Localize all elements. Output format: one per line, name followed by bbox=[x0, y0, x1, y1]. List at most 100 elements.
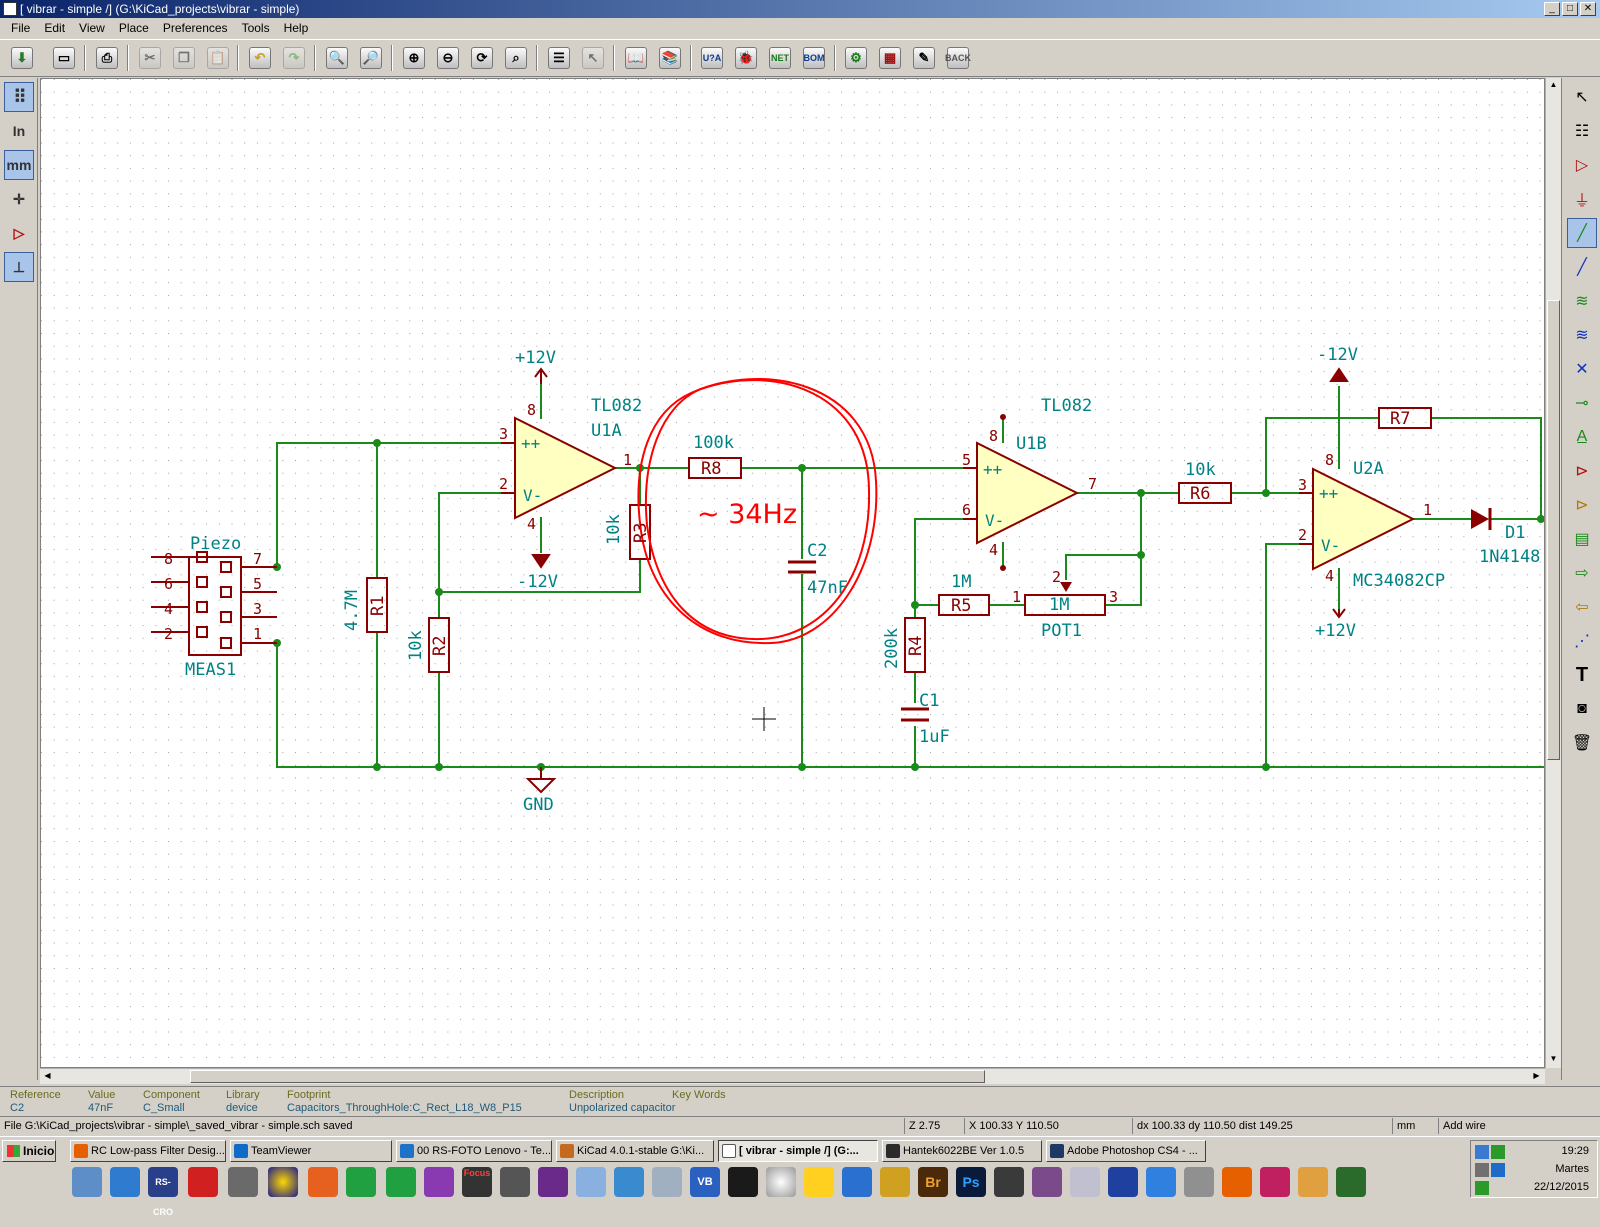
bus-bus-entry-button[interactable]: ≋ bbox=[1567, 320, 1597, 350]
menu-file[interactable]: File bbox=[11, 21, 31, 35]
delete-button[interactable]: 🗑 bbox=[1567, 728, 1597, 758]
quicklaunch-play-icon[interactable] bbox=[308, 1167, 338, 1197]
quicklaunch-doc-icon[interactable] bbox=[576, 1167, 606, 1197]
select-tool-button[interactable]: ↖ bbox=[1567, 82, 1597, 112]
page-settings-button[interactable]: ▭ bbox=[50, 44, 78, 72]
quicklaunch-bridge-icon[interactable]: Br bbox=[918, 1167, 948, 1197]
hierarchy-button[interactable]: ☰ bbox=[545, 44, 573, 72]
taskbar-photoshop[interactable]: Adobe Photoshop CS4 - ... bbox=[1046, 1140, 1206, 1162]
opamp-symbols[interactable] bbox=[514, 416, 1416, 571]
paste-button[interactable]: 📋 bbox=[204, 44, 232, 72]
quicklaunch-gear-icon[interactable] bbox=[1184, 1167, 1214, 1197]
hier-sheet-button[interactable]: ▤ bbox=[1567, 524, 1597, 554]
cvpcb-button[interactable]: ⚙ bbox=[842, 44, 870, 72]
quicklaunch-app-icon[interactable] bbox=[1032, 1167, 1062, 1197]
redraw-button[interactable]: ⟳ bbox=[468, 44, 496, 72]
place-power-button[interactable]: ⏚ bbox=[1567, 184, 1597, 214]
undo-button[interactable]: ↶ bbox=[246, 44, 274, 72]
text-button[interactable]: T bbox=[1567, 660, 1597, 690]
tray-network-icon[interactable] bbox=[1475, 1145, 1489, 1159]
menu-edit[interactable]: Edit bbox=[44, 21, 66, 35]
menu-preferences[interactable]: Preferences bbox=[162, 21, 228, 35]
diode-d1[interactable] bbox=[1471, 509, 1489, 529]
tray-volume-icon[interactable] bbox=[1475, 1163, 1489, 1177]
hierarchy-navigate-button[interactable]: ☷ bbox=[1567, 116, 1597, 146]
image-button[interactable]: ◙ bbox=[1567, 694, 1597, 724]
quicklaunch-rscro-icon[interactable]: RS-CRO bbox=[148, 1167, 178, 1217]
menu-place[interactable]: Place bbox=[118, 21, 149, 35]
hidden-pins-button[interactable]: ▷ bbox=[4, 218, 34, 248]
quicklaunch-pen-icon[interactable] bbox=[1108, 1167, 1138, 1197]
tray-update-icon[interactable] bbox=[1475, 1181, 1489, 1195]
taskbar-rs-foto[interactable]: 00 RS-FOTO Lenovo - Te... bbox=[396, 1140, 552, 1162]
quicklaunch-broom-icon[interactable] bbox=[1070, 1167, 1100, 1197]
maximize-button[interactable]: □ bbox=[1562, 2, 1578, 16]
library-browser-button[interactable]: 📚 bbox=[656, 44, 684, 72]
import-sheet-pin-button[interactable]: ⇨ bbox=[1567, 558, 1597, 588]
quicklaunch-firefox-icon[interactable] bbox=[1222, 1167, 1252, 1197]
taskbar-firefox[interactable]: RC Low-pass Filter Desig... bbox=[70, 1140, 226, 1162]
erc-button[interactable]: 🐞 bbox=[732, 44, 760, 72]
cut-button[interactable]: ✂ bbox=[136, 44, 164, 72]
place-component-button[interactable]: ▷ bbox=[1567, 150, 1597, 180]
quicklaunch-calculator-icon[interactable] bbox=[652, 1167, 682, 1197]
taskbar-eeschema[interactable]: [ vibrar - simple /] (G:... bbox=[718, 1140, 878, 1162]
quicklaunch-nebula-icon[interactable] bbox=[1260, 1167, 1290, 1197]
minimize-button[interactable]: _ bbox=[1544, 2, 1560, 16]
library-editor-button[interactable]: 📖 bbox=[622, 44, 650, 72]
netlist-button[interactable]: NET bbox=[766, 44, 794, 72]
tray-antivirus-icon[interactable] bbox=[1491, 1145, 1505, 1159]
quicklaunch-network-icon[interactable] bbox=[110, 1167, 140, 1197]
quicklaunch-keys-icon[interactable] bbox=[880, 1167, 910, 1197]
quicklaunch-globe-icon[interactable] bbox=[1146, 1167, 1176, 1197]
redo-button[interactable]: ↷ bbox=[280, 44, 308, 72]
quicklaunch-disc-icon[interactable] bbox=[766, 1167, 796, 1197]
quicklaunch-photoshop-icon[interactable]: Ps bbox=[956, 1167, 986, 1197]
cursor-shape-button[interactable]: ✛ bbox=[4, 184, 34, 214]
taskbar-teamviewer[interactable]: TeamViewer bbox=[230, 1140, 392, 1162]
graphic-line-button[interactable]: ⋰ bbox=[1567, 626, 1597, 656]
horizontal-scroll-thumb[interactable] bbox=[190, 1070, 985, 1083]
no-connect-button[interactable]: ✕ bbox=[1567, 354, 1597, 384]
quicklaunch-tool-icon[interactable] bbox=[228, 1167, 258, 1197]
quicklaunch-focus-icon[interactable]: Focus bbox=[462, 1167, 492, 1197]
scroll-down-icon[interactable]: ▼ bbox=[1549, 1054, 1558, 1063]
add-wire-button[interactable]: ╱ bbox=[1567, 218, 1597, 248]
global-label-button[interactable]: ⊳ bbox=[1567, 456, 1597, 486]
schematic-svg[interactable]: +12V -12V -12V +12V GND TL082 TL082 MC34… bbox=[41, 79, 1545, 1068]
taskbar-hantek[interactable]: Hantek6022BE Ver 1.0.5 bbox=[882, 1140, 1042, 1162]
leave-sheet-button[interactable]: ↖ bbox=[579, 44, 607, 72]
back-button[interactable]: BACK bbox=[944, 44, 972, 72]
schematic-canvas[interactable]: +12V -12V -12V +12V GND TL082 TL082 MC34… bbox=[40, 78, 1545, 1068]
find-button[interactable]: 🔍 bbox=[323, 44, 351, 72]
junction-button[interactable]: ⊸ bbox=[1567, 388, 1597, 418]
mm-units-button[interactable]: mm bbox=[4, 150, 34, 180]
connector-meas1[interactable] bbox=[151, 551, 277, 656]
scroll-up-icon[interactable]: ▲ bbox=[1549, 80, 1558, 89]
bom-button[interactable]: BOM bbox=[800, 44, 828, 72]
quicklaunch-computer-icon[interactable] bbox=[72, 1167, 102, 1197]
quicklaunch-scan-icon[interactable] bbox=[500, 1167, 530, 1197]
quicklaunch-chart-icon[interactable] bbox=[728, 1167, 758, 1197]
capacitor-symbols[interactable] bbox=[788, 560, 929, 722]
close-button[interactable]: ✕ bbox=[1580, 2, 1596, 16]
horizontal-scrollbar[interactable]: ◀ ▶ bbox=[40, 1068, 1545, 1084]
quicklaunch-player-icon[interactable] bbox=[842, 1167, 872, 1197]
zoom-in-button[interactable]: ⊕ bbox=[400, 44, 428, 72]
net-label-button[interactable]: A̲ bbox=[1567, 422, 1597, 452]
quicklaunch-cross-icon[interactable] bbox=[188, 1167, 218, 1197]
save-button[interactable]: ⬇ bbox=[8, 44, 36, 72]
zoom-out-button[interactable]: ⊖ bbox=[434, 44, 462, 72]
copy-button[interactable]: ❐ bbox=[170, 44, 198, 72]
menu-view[interactable]: View bbox=[79, 21, 105, 35]
print-button[interactable]: ⎙ bbox=[93, 44, 121, 72]
quicklaunch-files-icon[interactable] bbox=[614, 1167, 644, 1197]
sheet-pin-button[interactable]: ⇦ bbox=[1567, 592, 1597, 622]
zoom-fit-button[interactable]: ⌕ bbox=[502, 44, 530, 72]
tray-teamviewer-icon[interactable] bbox=[1491, 1163, 1505, 1177]
quicklaunch-grapher-icon[interactable] bbox=[424, 1167, 454, 1197]
add-bus-button[interactable]: ╱ bbox=[1567, 252, 1597, 282]
find-replace-button[interactable]: 🔎 bbox=[357, 44, 385, 72]
quicklaunch-scope-icon[interactable] bbox=[1336, 1167, 1366, 1197]
wire-bus-entry-button[interactable]: ≋ bbox=[1567, 286, 1597, 316]
